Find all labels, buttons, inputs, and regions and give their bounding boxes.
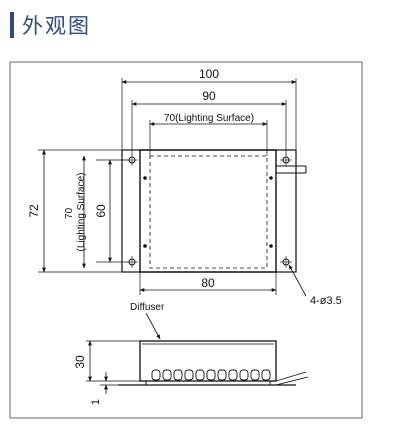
body-outline — [139, 149, 277, 273]
hole-callout-leader — [288, 264, 307, 297]
lighting-surface-outline — [149, 155, 268, 269]
screw-icon — [269, 244, 273, 248]
dim-label-70-line2: (Lighting Surface) — [76, 173, 87, 252]
screw-icon — [269, 176, 273, 180]
dim-label-100: 100 — [199, 67, 219, 81]
diffuser-leader — [145, 312, 161, 340]
section-header: 外观图 — [10, 10, 91, 40]
screw-icon — [143, 244, 147, 248]
screw-icon — [143, 176, 147, 180]
dim-label-70-lighting: 70(Lighting Surface) — [164, 113, 254, 124]
side-view — [86, 312, 309, 394]
body-screws — [143, 176, 273, 248]
dim-label-30: 30 — [73, 355, 87, 369]
top-view — [121, 149, 307, 273]
dim-label-70-line1: 70 — [64, 207, 75, 219]
dim-label-90: 90 — [202, 89, 216, 103]
drawing-frame — [9, 61, 363, 419]
header-accent-bar — [10, 12, 14, 38]
dim-label-1: 1 — [90, 399, 102, 405]
dim-label-70-lighting-vertical: 70 (Lighting Surface) — [64, 173, 87, 252]
dimension-lines — [42, 80, 307, 297]
diffuser-label: Diffuser — [130, 302, 165, 313]
hole-callout-label: 4-ø3.5 — [310, 295, 342, 307]
led-row — [151, 369, 271, 381]
mounting-plate-outline — [121, 149, 297, 273]
mounting-holes — [126, 154, 292, 268]
dim-label-60: 60 — [94, 204, 108, 218]
dim-label-72: 72 — [27, 204, 41, 218]
dim-label-80: 80 — [201, 276, 215, 290]
page-title: 外观图 — [22, 14, 91, 38]
